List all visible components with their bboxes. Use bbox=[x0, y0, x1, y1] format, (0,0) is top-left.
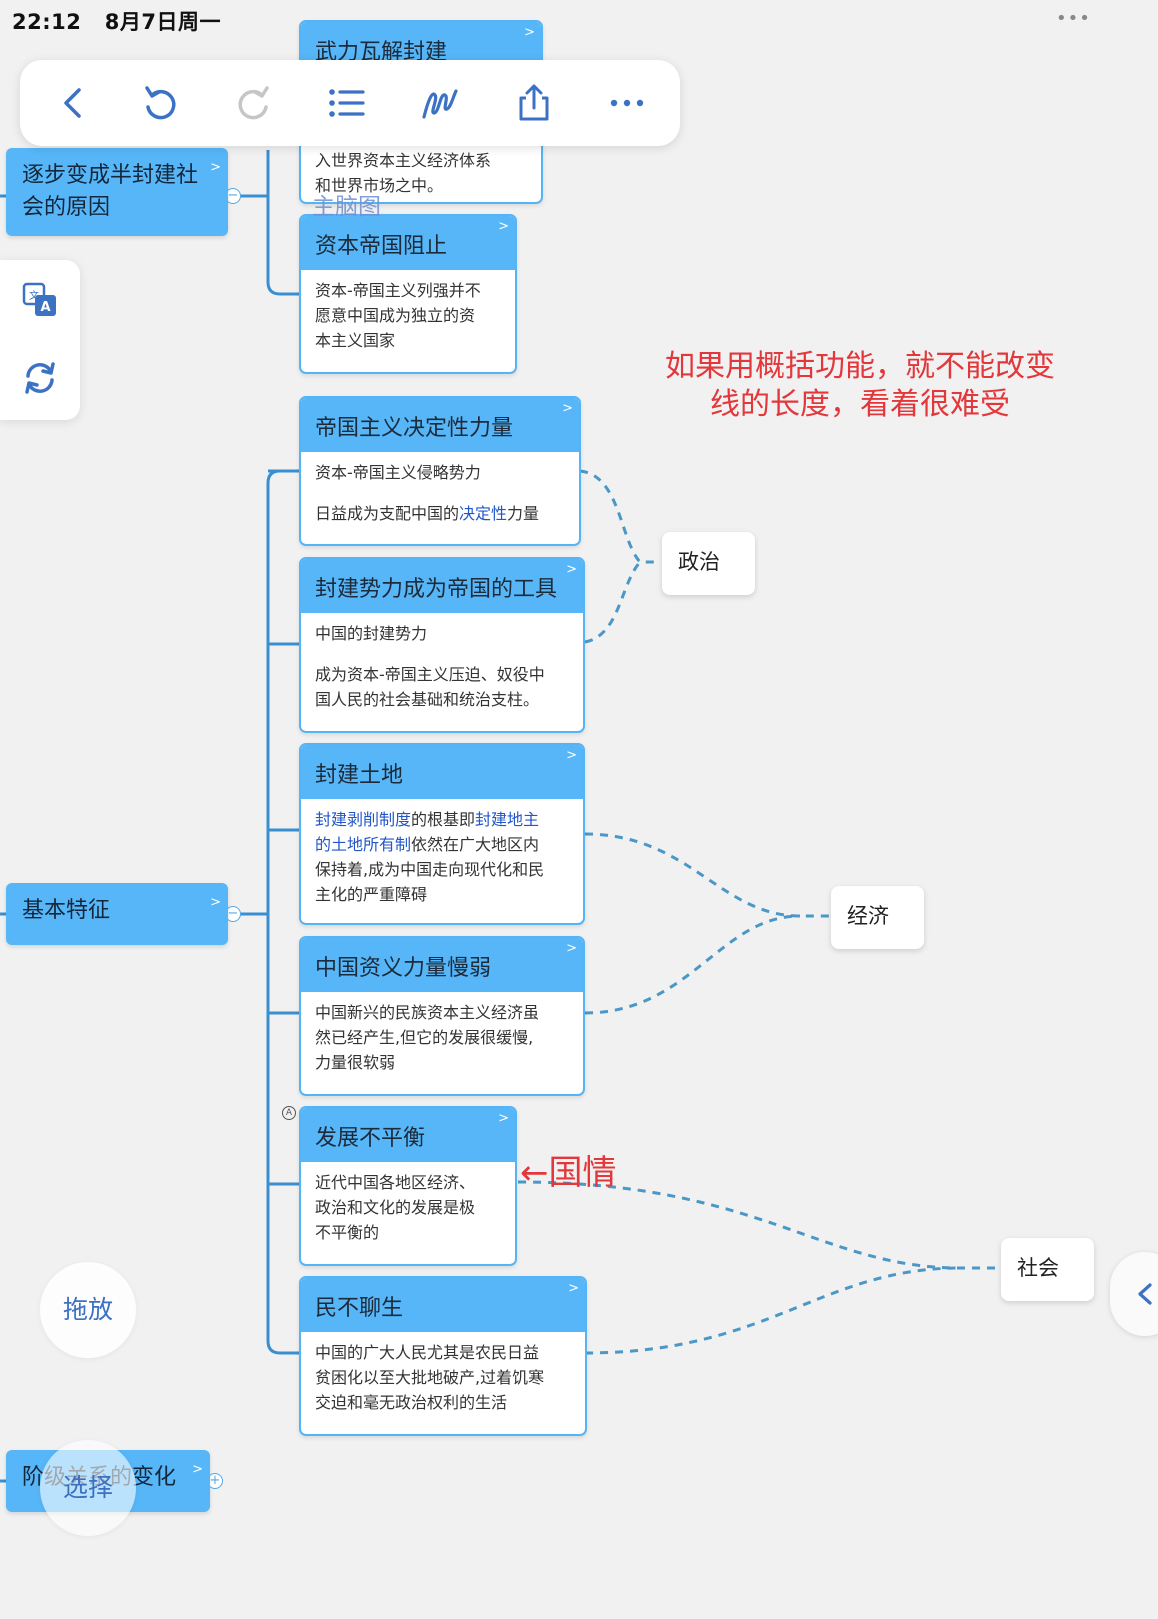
topic-text: 成为资本-帝国主义压迫、奴役中 bbox=[315, 665, 545, 684]
keyword-link[interactable]: 封建地主 bbox=[475, 810, 540, 829]
arrow-note: ←国情 bbox=[520, 1153, 617, 1193]
topic-text: 不平衡的 bbox=[315, 1223, 380, 1242]
topic-text: 力量很软弱 bbox=[315, 1053, 396, 1072]
keyword-link[interactable]: 的土地所有制 bbox=[315, 835, 412, 854]
topic-node[interactable]: 中国资义力量慢弱 > 中国新兴的民族资本主义经济虽 然已经产生,但它的发展很缓慢,… bbox=[299, 936, 585, 1096]
topic-node[interactable]: 资本帝国阻止 > 资本-帝国主义列强并不 愿意中国成为独立的资 本主义国家 bbox=[299, 214, 517, 374]
outline-list-icon[interactable] bbox=[325, 81, 369, 125]
topic-node[interactable]: 封建土地 > 封建剥削制度的根基即封建地主 的土地所有制依然在广大地区内 保持着,… bbox=[299, 743, 585, 925]
mind-map-label: 主脑图 bbox=[312, 194, 381, 220]
chevron-left-icon bbox=[1138, 1283, 1152, 1305]
summary-node-politics[interactable]: 政治 bbox=[662, 532, 755, 595]
topic-node[interactable]: 封建势力成为帝国的工具 > 中国的封建势力 成为资本-帝国主义压迫、奴役中 国人民… bbox=[299, 557, 585, 733]
chevron-right-icon[interactable]: > bbox=[498, 1111, 509, 1126]
chevron-right-icon[interactable]: > bbox=[210, 160, 221, 175]
topic-text: 资本-帝国主义侵略势力 bbox=[315, 463, 481, 482]
branch-title: 基本特征 bbox=[22, 898, 111, 923]
chevron-right-icon[interactable]: > bbox=[566, 941, 577, 956]
topic-title: 发展不平衡 bbox=[315, 1126, 426, 1151]
more-icon[interactable] bbox=[605, 81, 649, 125]
topic-text: 中国新兴的民族资本主义经济虽 bbox=[315, 1003, 540, 1022]
topic-text: 保持着,成为中国走向现代化和民 bbox=[315, 860, 545, 879]
topic-text: 中国的封建势力 bbox=[315, 624, 428, 643]
chevron-right-icon[interactable]: > bbox=[210, 895, 221, 910]
topic-title: 中国资义力量慢弱 bbox=[315, 956, 492, 981]
undo-icon[interactable] bbox=[138, 81, 182, 125]
topic-text: 入世界资本主义经济体系 bbox=[315, 151, 492, 170]
panel-toggle[interactable] bbox=[1110, 1252, 1158, 1336]
redo-icon[interactable] bbox=[232, 81, 276, 125]
sort-a-icon[interactable]: A bbox=[282, 1106, 296, 1120]
topic-text: 日益成为支配中国的决定性力量 bbox=[315, 504, 540, 523]
topic-title: 民不聊生 bbox=[315, 1296, 404, 1321]
topic-text: 本主义国家 bbox=[315, 331, 396, 350]
topic-node[interactable]: 民不聊生 > 中国的广大人民尤其是农民日益 贫困化以至大批地破产,过着饥寒 交迫和… bbox=[299, 1276, 587, 1436]
topic-title: 帝国主义决定性力量 bbox=[315, 416, 514, 441]
svg-text:文: 文 bbox=[29, 289, 39, 302]
topic-text: 中国的广大人民尤其是农民日益 bbox=[315, 1343, 540, 1362]
topic-node[interactable]: 帝国主义决定性力量 > 资本-帝国主义侵略势力 日益成为支配中国的决定性力量 bbox=[299, 396, 581, 546]
topic-node[interactable]: 发展不平衡 > 近代中国各地区经济、 政治和文化的发展是极 不平衡的 bbox=[299, 1106, 517, 1266]
branch-node-features[interactable]: 基本特征 > bbox=[6, 883, 228, 945]
summary-node-society[interactable]: 社会 bbox=[1001, 1238, 1094, 1301]
toolbar bbox=[20, 60, 680, 146]
topic-text: 资本-帝国主义列强并不 bbox=[315, 281, 481, 300]
chevron-right-icon[interactable]: > bbox=[566, 748, 577, 763]
topic-text: 贫困化以至大批地破产,过着饥寒 bbox=[315, 1368, 545, 1387]
select-button[interactable]: 选择 bbox=[40, 1440, 136, 1536]
share-icon[interactable] bbox=[512, 81, 556, 125]
handwritten-note: 如果用概括功能，就不能改变 线的长度，看着很难受 bbox=[665, 349, 1055, 422]
chevron-right-icon[interactable]: > bbox=[562, 401, 573, 416]
status-time: 22:12 8月7日周一 bbox=[12, 10, 222, 34]
topic-text: 的土地所有制依然在广大地区内 bbox=[315, 835, 540, 854]
chevron-right-icon[interactable]: > bbox=[568, 1281, 579, 1296]
branch-title: 逐步变成半封建社会的原因 bbox=[22, 163, 199, 220]
topic-text: 然已经产生,但它的发展很缓慢, bbox=[315, 1028, 534, 1047]
topic-text: 国人民的社会基础和统治支柱。 bbox=[315, 690, 540, 709]
topic-text: 交迫和毫无政治权利的生活 bbox=[315, 1393, 508, 1412]
topic-text: 愿意中国成为独立的资 bbox=[315, 306, 476, 325]
topic-text: 封建剥削制度的根基即封建地主 bbox=[315, 810, 540, 829]
more-dots-icon[interactable]: ••• bbox=[1056, 8, 1091, 29]
topic-text: 近代中国各地区经济、 bbox=[315, 1173, 476, 1192]
topic-text: 和世界市场之中。 bbox=[315, 176, 444, 195]
svg-text:A: A bbox=[40, 300, 50, 315]
keyword-link[interactable]: 决定性 bbox=[459, 504, 508, 523]
topic-text: 主化的严重障碍 bbox=[315, 885, 428, 904]
chevron-right-icon[interactable]: > bbox=[524, 25, 535, 40]
summary-node-economy[interactable]: 经济 bbox=[831, 886, 924, 949]
topic-text: 政治和文化的发展是极 bbox=[315, 1198, 476, 1217]
chevron-right-icon[interactable]: > bbox=[566, 562, 577, 577]
chevron-right-icon[interactable]: > bbox=[192, 1462, 203, 1477]
topic-title: 封建势力成为帝国的工具 bbox=[315, 577, 558, 602]
keyword-link[interactable]: 封建剥削制度 bbox=[315, 810, 412, 829]
drag-drop-button[interactable]: 拖放 bbox=[40, 1262, 136, 1358]
pen-draw-icon[interactable] bbox=[418, 81, 462, 125]
branch-node-reason[interactable]: 逐步变成半封建社会的原因 > bbox=[6, 148, 228, 236]
chevron-right-icon[interactable]: > bbox=[498, 219, 509, 234]
topic-title: 资本帝国阻止 bbox=[315, 234, 448, 259]
back-icon[interactable] bbox=[52, 81, 96, 125]
topic-title: 封建土地 bbox=[315, 763, 404, 788]
refresh-icon[interactable] bbox=[20, 358, 60, 398]
